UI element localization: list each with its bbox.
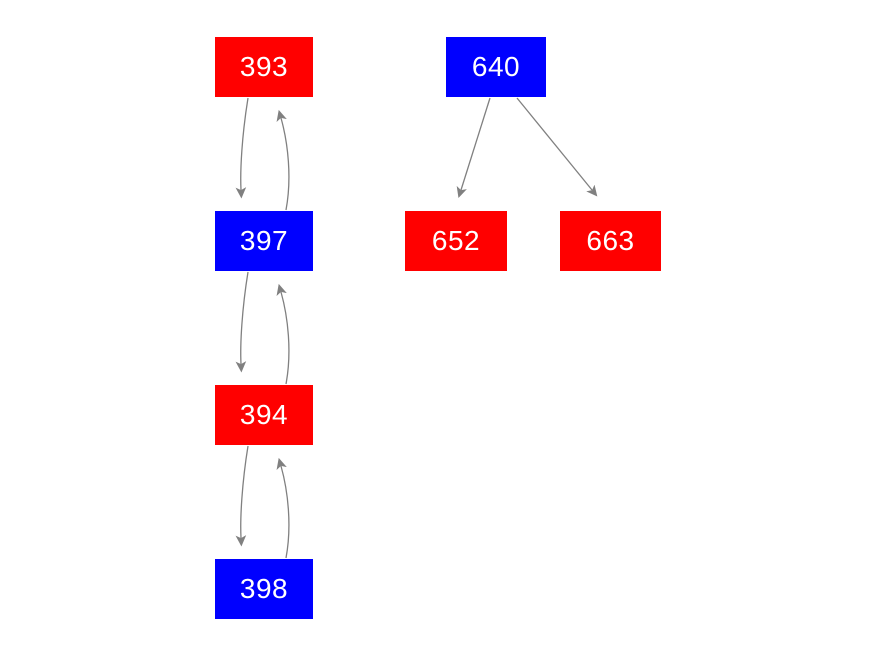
edge-640-to-652 <box>456 97 491 199</box>
graph-node-397[interactable]: 397 <box>215 211 313 271</box>
edge-398-to-394 <box>276 457 290 559</box>
graph-node-652[interactable]: 652 <box>405 211 507 271</box>
node-label-397: 397 <box>239 225 289 256</box>
graph-node-393[interactable]: 393 <box>215 37 313 97</box>
node-label-663: 663 <box>586 225 635 256</box>
graph-node-394[interactable]: 394 <box>215 385 313 445</box>
edge-397-to-394 <box>235 271 249 373</box>
node-label-640: 640 <box>471 51 521 82</box>
edge-640-to-663 <box>516 97 598 197</box>
graph-node-640[interactable]: 640 <box>446 37 546 97</box>
node-label-393: 393 <box>239 51 289 82</box>
edge-394-to-398 <box>235 445 249 547</box>
node-label-394: 394 <box>239 399 289 430</box>
graph-node-398[interactable]: 398 <box>215 559 313 619</box>
node-label-652: 652 <box>431 225 481 256</box>
edge-397-to-393 <box>276 109 290 211</box>
edge-393-to-397 <box>235 97 249 199</box>
edge-394-to-397 <box>276 283 290 385</box>
node-label-398: 398 <box>239 573 289 604</box>
graph-node-663[interactable]: 663 <box>560 211 661 271</box>
